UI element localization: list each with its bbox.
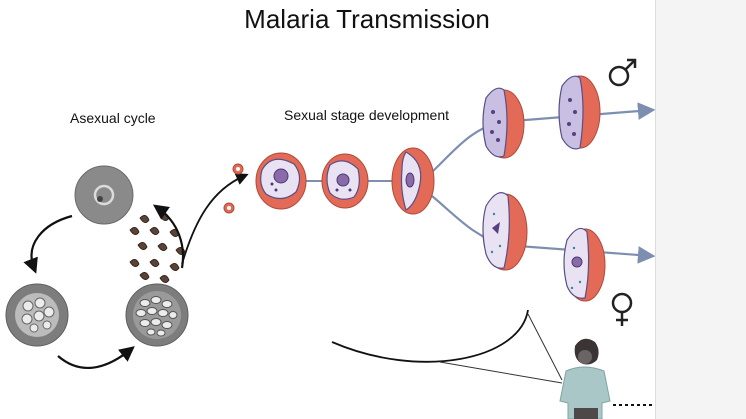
gametocyte-stage-3-icon bbox=[391, 147, 435, 215]
ring-stage-cell-icon bbox=[74, 165, 134, 225]
schizont-cell-icon bbox=[125, 283, 189, 347]
callout-curve bbox=[331, 309, 529, 363]
merozoite-icon bbox=[129, 213, 186, 283]
callout-line-1 bbox=[439, 361, 563, 384]
page-title: Malaria Transmission bbox=[244, 4, 490, 34]
male-gametocyte-1-icon bbox=[482, 87, 525, 159]
callout-line-2 bbox=[527, 313, 563, 381]
cycle-arrow-2 bbox=[57, 346, 135, 369]
female-symbol-icon bbox=[611, 292, 633, 326]
branch-line-female bbox=[431, 195, 656, 264]
asexual-cycle-label: Asexual cycle bbox=[70, 110, 156, 126]
branch-line-male bbox=[431, 102, 656, 173]
trophozoite-cell-icon bbox=[5, 283, 69, 347]
side-panel bbox=[655, 0, 746, 419]
to-sexual-arrow bbox=[181, 173, 249, 265]
small-infected-cell-icon bbox=[223, 163, 244, 214]
male-symbol-icon bbox=[608, 58, 637, 87]
person-icon bbox=[559, 338, 611, 419]
female-gametocyte-1-icon bbox=[482, 192, 528, 271]
gametocyte-stage-2-icon bbox=[321, 153, 369, 209]
cycle-arrow-1 bbox=[23, 214, 73, 274]
male-gametocyte-2-icon bbox=[558, 75, 601, 150]
female-gametocyte-2-icon bbox=[563, 227, 606, 302]
gametocyte-stage-1-icon bbox=[255, 152, 307, 210]
sexual-stage-label: Sexual stage development bbox=[284, 107, 449, 123]
